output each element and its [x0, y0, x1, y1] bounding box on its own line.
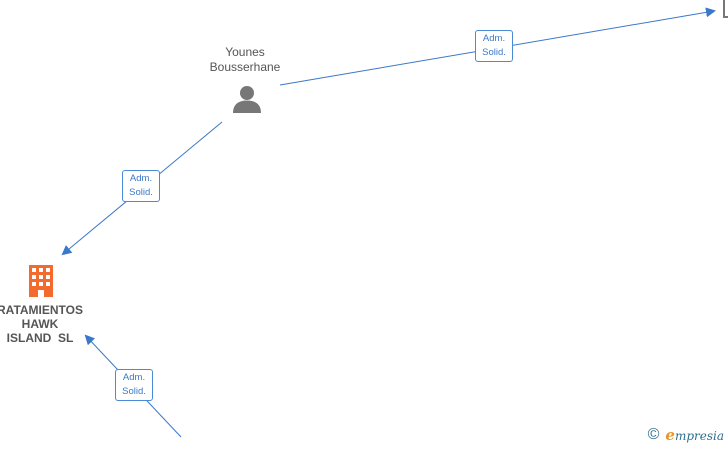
- brand-logo: empresia: [665, 426, 724, 444]
- edge-badge-line2: Solid.: [122, 386, 146, 397]
- edge-badge-person-to-offscreen[interactable]: Adm. Solid.: [475, 30, 513, 62]
- edge-badge-line2: Solid.: [482, 47, 506, 58]
- offscreen-node-edge: [723, 0, 728, 18]
- edge-badge-line1: Adm.: [122, 372, 146, 383]
- edge-badge-line1: Adm.: [482, 33, 506, 44]
- company-name[interactable]: RATAMIENTOS HAWK ISLAND SL: [0, 303, 92, 345]
- building-icon[interactable]: [29, 265, 53, 297]
- edge-badge-line1: Adm.: [129, 173, 153, 184]
- edge-badge-line2: Solid.: [129, 187, 153, 198]
- copyright-symbol: ©: [647, 426, 660, 443]
- edge-badge-person-to-company[interactable]: Adm. Solid.: [122, 170, 160, 202]
- company-name-line2: HAWK: [21, 317, 59, 331]
- person-name[interactable]: Younes Bousserhane: [205, 45, 285, 75]
- edge-badge-offscreen-to-company[interactable]: Adm. Solid.: [115, 369, 153, 401]
- company-name-line1: RATAMIENTOS: [0, 303, 83, 317]
- brand-logo-e: e: [665, 426, 675, 444]
- brand-logo-rest: mpresia: [674, 429, 724, 443]
- company-name-line3: ISLAND SL: [6, 331, 74, 345]
- person-icon[interactable]: [233, 86, 261, 113]
- person-name-line2: Bousserhane: [209, 60, 281, 74]
- person-name-line1: Younes: [225, 45, 265, 59]
- empresia-watermark: © empresia: [648, 426, 724, 444]
